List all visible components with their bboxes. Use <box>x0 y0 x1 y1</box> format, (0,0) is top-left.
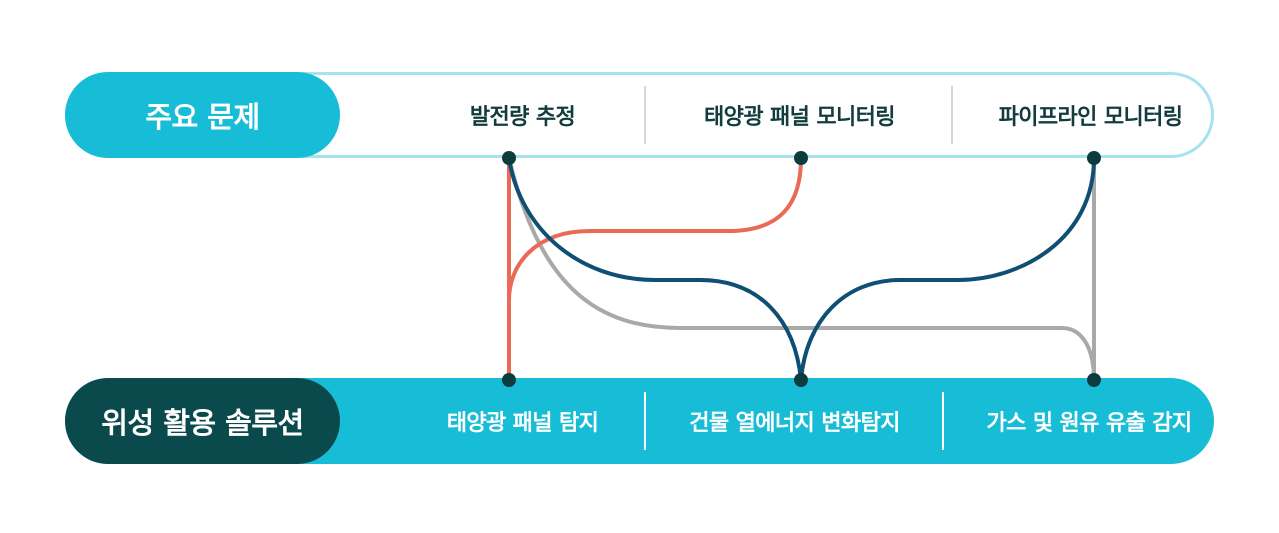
link-gray-generation-to-gas <box>507 156 1096 382</box>
solutions-label: 위성 활용 솔루션 <box>65 378 340 464</box>
solution-solar-panel-detection: 태양광 패널 탐지 <box>446 411 599 436</box>
problem-power-generation-estimation: 발전량 추정 <box>469 105 576 130</box>
solution-gas-oil-leak-detection: 가스 및 원유 유출 감지 <box>986 411 1193 436</box>
node-problem-pipeline <box>1087 151 1101 165</box>
node-solution-building <box>794 373 808 387</box>
problem-pipeline-monitoring: 파이프라인 모니터링 <box>998 105 1183 130</box>
solution-building-thermal-change-detection: 건물 열에너지 변화탐지 <box>689 411 900 436</box>
link-navy-generation-to-building <box>507 156 803 382</box>
node-problem-solar-monitoring <box>794 151 808 165</box>
problems-divider <box>951 86 953 144</box>
problems-divider <box>644 86 646 144</box>
solutions-divider <box>644 392 646 450</box>
node-solution-gas <box>1087 373 1101 387</box>
node-solution-solar-detection <box>502 373 516 387</box>
link-navy-pipeline-to-building <box>799 156 1096 382</box>
problems-label: 주요 문제 <box>65 72 340 158</box>
link-red-monitoring-to-solar-detection <box>507 156 803 302</box>
node-problem-generation <box>502 151 516 165</box>
solutions-divider <box>942 392 944 450</box>
problem-solar-panel-monitoring: 태양광 패널 모니터링 <box>704 105 895 130</box>
